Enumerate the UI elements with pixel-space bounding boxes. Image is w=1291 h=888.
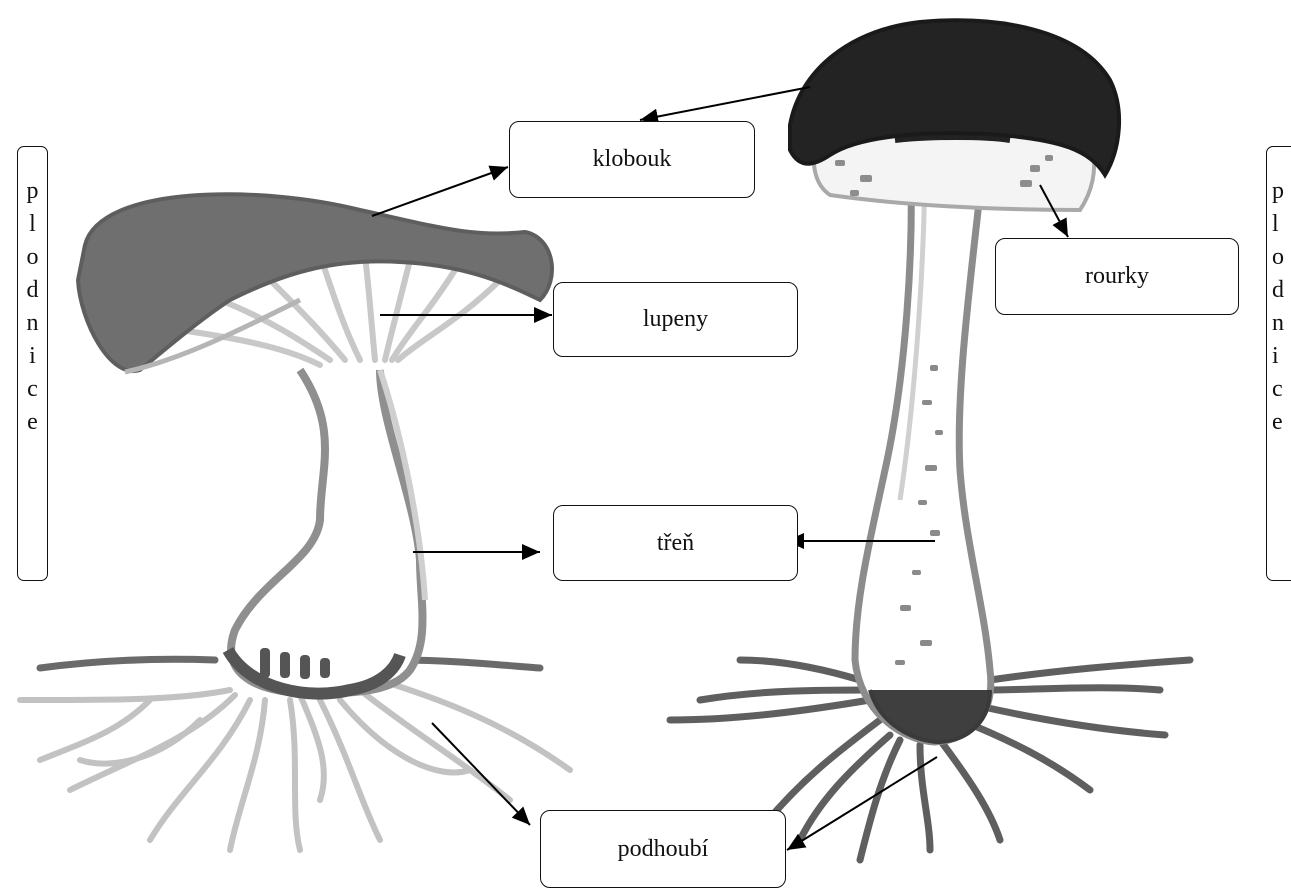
left-mycelium-light [20, 680, 570, 850]
label-lupeny-text: lupeny [643, 306, 708, 333]
arrow-right-mycelium-to-podhoubi [787, 757, 937, 850]
side-letter: d [1272, 274, 1291, 307]
arrow-left-cap-to-klobouk [372, 167, 508, 216]
side-letter: i [1272, 340, 1291, 373]
side-letter: l [1272, 208, 1291, 241]
side-letter: c [1272, 373, 1291, 406]
label-rourky: rourky [995, 238, 1239, 315]
side-letter: p [1272, 175, 1291, 208]
label-tren-text: třeň [657, 530, 694, 557]
side-letter: d [18, 274, 47, 307]
side-letter: n [1272, 307, 1291, 340]
side-letter: o [18, 241, 47, 274]
left-cap [78, 194, 552, 371]
left-mushroom [20, 194, 570, 850]
side-letter: l [18, 208, 47, 241]
side-letter: c [18, 373, 47, 406]
side-letter: e [1272, 406, 1291, 439]
label-lupeny: lupeny [553, 282, 798, 357]
label-klobouk-text: klobouk [593, 146, 672, 173]
label-rourky-text: rourky [1085, 263, 1149, 290]
label-podhoubi: podhoubí [540, 810, 786, 888]
side-letter: e [18, 406, 47, 439]
label-podhoubi-text: podhoubí [618, 836, 709, 863]
side-letter: i [18, 340, 47, 373]
label-tren: třeň [553, 505, 798, 581]
side-letter: o [1272, 241, 1291, 274]
label-klobouk: klobouk [509, 121, 755, 198]
side-letter: n [18, 307, 47, 340]
side-label-plodnice-right: p l o d n i c e [1266, 146, 1291, 581]
arrow-right-cap-to-klobouk [640, 87, 810, 120]
side-label-plodnice-left: p l o d n i c e [17, 146, 48, 581]
side-letter: p [18, 175, 47, 208]
